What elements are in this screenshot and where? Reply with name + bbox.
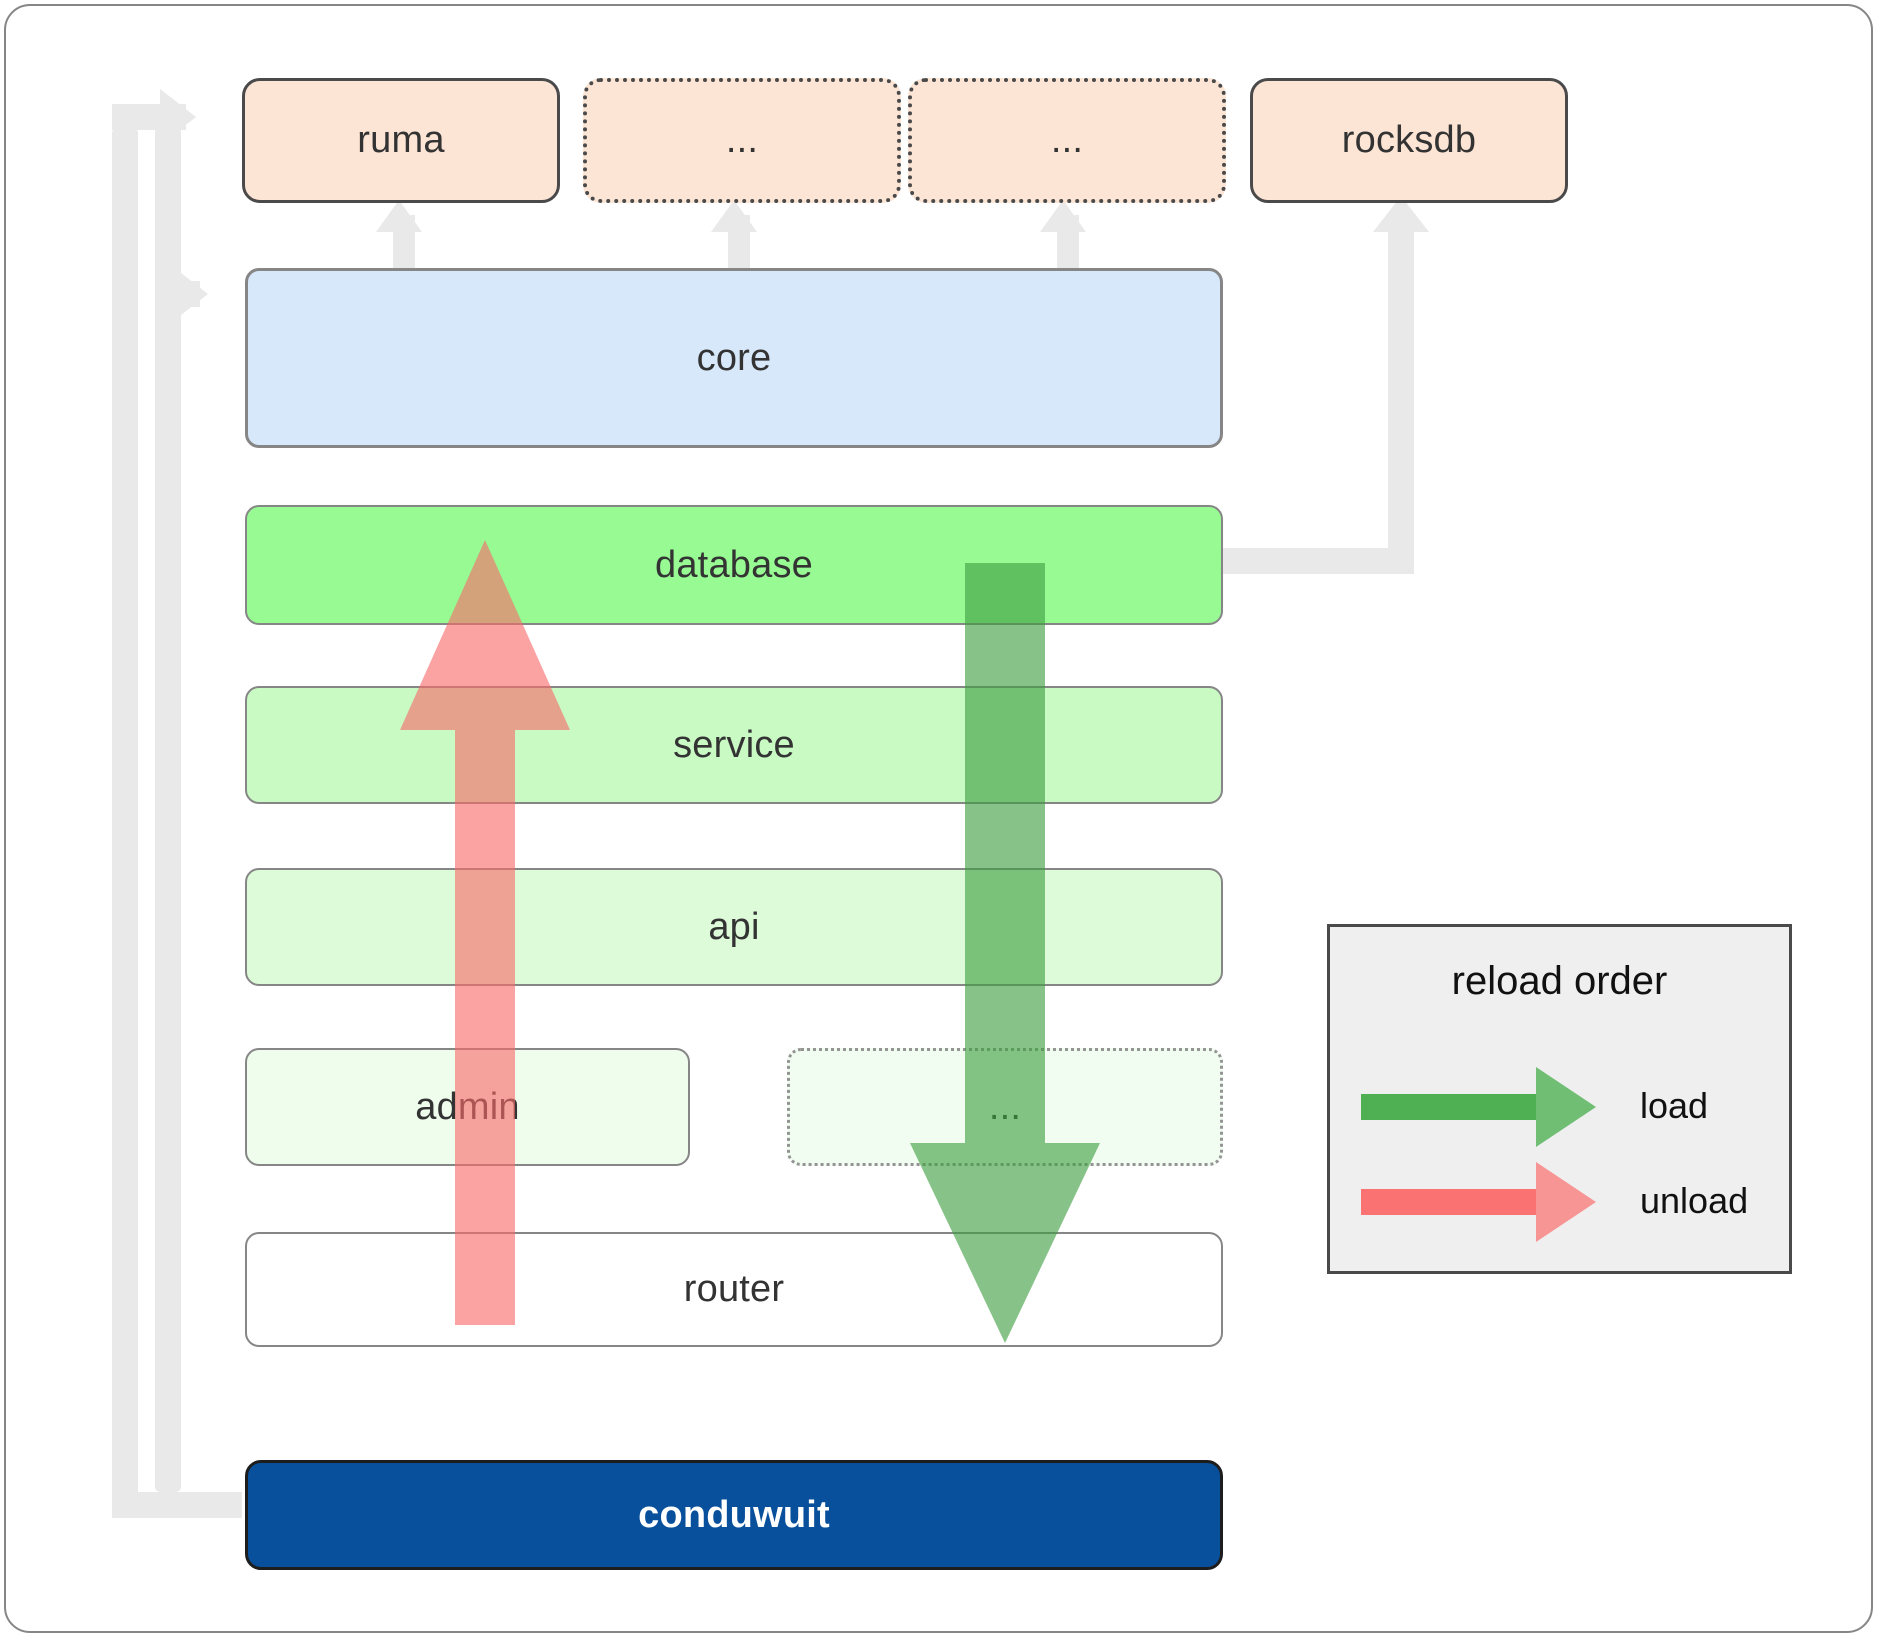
layer-label-router: router: [683, 1268, 785, 1310]
binary-box-conduwuit[interactable]: conduwuit: [245, 1460, 1223, 1570]
dependency-box-rocksdb[interactable]: rocksdb: [1250, 78, 1568, 203]
dependency-box-dots-2[interactable]: ...: [908, 78, 1226, 203]
layer-box-core[interactable]: core: [245, 268, 1223, 448]
layer-label-service: service: [673, 723, 795, 766]
connector-conduwuit-to-ruma-bottom: [112, 1492, 242, 1518]
load-arrow: [900, 563, 1110, 1343]
connector-core-to-ruma-arrowhead: [376, 200, 422, 232]
layer-label-core: core: [696, 336, 772, 379]
connector-core-to-dots1-arrowhead: [711, 200, 757, 232]
layer-box-api[interactable]: api: [245, 868, 1223, 986]
layer-box-database[interactable]: database: [245, 505, 1223, 625]
layer-label-api: api: [708, 905, 760, 948]
layer-box-service[interactable]: service: [245, 686, 1223, 804]
unload-arrow: [385, 540, 585, 1325]
connector-rocksdb-horizontal: [1218, 548, 1414, 574]
binary-label-conduwuit: conduwuit: [638, 1493, 830, 1536]
dependency-box-dots-1[interactable]: ...: [583, 78, 901, 203]
legend-label-load: load: [1640, 1085, 1709, 1126]
legend-label-unload: unload: [1640, 1180, 1749, 1221]
layer-box-router[interactable]: router: [245, 1232, 1223, 1347]
connector-core-arrowhead: [172, 266, 208, 322]
legend-panel: reload order load unload: [1327, 924, 1792, 1274]
dependency-label-ruma: ruma: [357, 119, 445, 161]
legend-title: reload order: [1451, 959, 1668, 1003]
connector-core-vertical: [155, 104, 181, 1492]
connector-conduwuit-to-ruma-vertical: [112, 128, 138, 1518]
dependency-label-dots-2: ...: [1050, 119, 1084, 161]
dependency-label-rocksdb: rocksdb: [1341, 119, 1477, 161]
legend-load-arrow-icon: [1361, 1067, 1596, 1147]
connector-rocksdb-vertical: [1388, 215, 1414, 574]
legend-unload-arrow-icon: [1361, 1162, 1596, 1242]
dependency-box-ruma[interactable]: ruma: [242, 78, 560, 203]
connector-core-to-dots2-arrowhead: [1040, 200, 1086, 232]
layer-label-database: database: [655, 543, 813, 586]
dependency-label-dots-1: ...: [725, 119, 759, 161]
